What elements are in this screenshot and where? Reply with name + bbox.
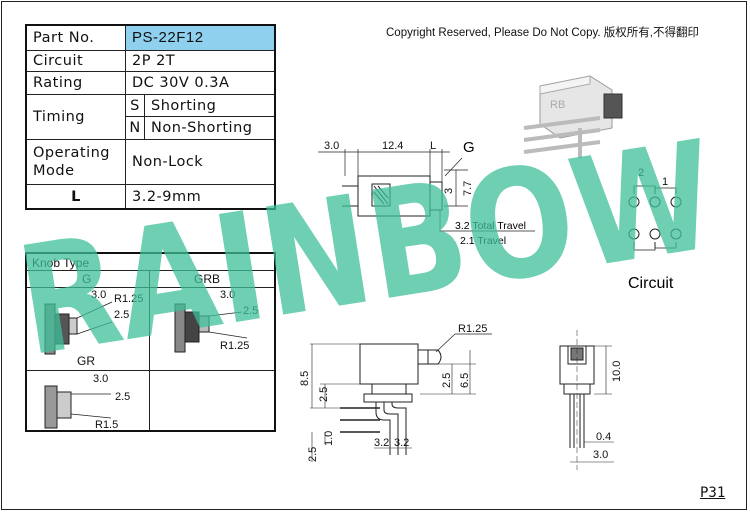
knob-drawings: 3.0 R1.25 2.5 3.0 2.5 R1.25 3.0 2.5 R1.5 [44, 289, 258, 430]
side-dim-8: 3.2 [394, 437, 409, 449]
knob-g-dim2: R1.25 [114, 293, 143, 305]
page-number: P31 [700, 485, 726, 501]
operating-mode-value: Non-Lock [125, 138, 276, 186]
end-dim-2: 0.4 [596, 431, 611, 443]
knob-gr-drawing: 3.0 2.5 R1.5 [44, 373, 130, 430]
side-dim-4: 6.5 [459, 373, 471, 388]
side-dim-r: R1.25 [458, 323, 487, 335]
knob-g-drawing: 3.0 R1.25 2.5 [44, 289, 143, 355]
top-view-drawing: 3.0 12.4 L G 3 7.7 3.2 Total Travel 2.1 … [318, 139, 535, 247]
knob-gr-dim3: R1.5 [95, 419, 118, 430]
circuit-pin2: 2 [638, 167, 644, 179]
top-g-label: G [463, 139, 475, 156]
side-dim-3: 2.5 [441, 373, 453, 388]
operating-mode-label: Operating Mode [25, 138, 126, 186]
spec-table: Part No. PS-22F12 Circuit 2P 2T Rating D… [25, 24, 276, 210]
knob-divider-low [27, 370, 274, 371]
circuit-pin1: 1 [662, 176, 668, 188]
knob-grb-drawing: 3.0 2.5 R1.25 [174, 289, 258, 353]
side-dim-5: 1.0 [323, 431, 335, 446]
product-logo: RB [550, 99, 565, 111]
knob-divider-mid [149, 270, 150, 430]
part-no-label: Part No. [25, 24, 126, 51]
knob-divider-sub [27, 287, 274, 288]
knob-grb-dim3: R1.25 [220, 340, 249, 352]
knob-gr-dim2: 2.5 [115, 391, 130, 403]
l-value: 3.2-9mm [125, 184, 276, 210]
end-dim-3: 3.0 [593, 449, 608, 461]
knob-gr-name: GR [77, 354, 95, 368]
circuit-diagram: 2 1 Circuit [628, 167, 682, 292]
side-dim-1: 8.5 [299, 371, 311, 386]
knob-g-name: G [82, 272, 92, 286]
knob-grb-dim2: 2.5 [243, 305, 258, 317]
knob-g-dim1: 3.0 [91, 289, 106, 301]
top-dim-4: 3 [443, 188, 455, 194]
travel-total: 3.2 Total Travel [455, 220, 526, 232]
l-label: L [25, 184, 126, 210]
side-dim-6: 2.5 [307, 447, 319, 462]
top-dim-1: 3.0 [324, 140, 339, 152]
knob-type-box: Knob Type G GRB GR 3.0 R1.25 2.5 3.0 2.5… [25, 252, 276, 432]
circuit-label: Circuit [628, 275, 674, 292]
rating-value: DC 30V 0.3A [125, 70, 276, 96]
top-dim-5: 7.7 [462, 181, 474, 196]
product-image: RB [523, 75, 623, 158]
part-no-value: PS-22F12 [125, 24, 276, 51]
copyright-notice: Copyright Reserved, Please Do Not Copy. … [386, 27, 699, 39]
end-dim-1: 10.0 [611, 361, 623, 382]
travel: 2.1 Travel [460, 235, 506, 247]
side-view-drawing: R1.25 8.5 2.5 2.5 6.5 1.0 2.5 3.2 3.2 [299, 323, 492, 462]
knob-grb-dim1: 3.0 [220, 289, 235, 301]
knob-g-dim3: 2.5 [114, 309, 129, 321]
knob-grb-name: GRB [194, 272, 221, 286]
side-dim-2: 2.5 [318, 387, 330, 402]
timing-n-value: Non-Shorting [144, 116, 276, 140]
knob-gr-dim1: 3.0 [93, 373, 108, 385]
side-dim-7: 3.2 [374, 437, 389, 449]
knob-type-title: Knob Type [32, 256, 90, 270]
end-view-drawing: 10.0 0.4 3.0 [559, 330, 623, 470]
knob-divider-top [27, 270, 274, 271]
top-dim-2: 12.4 [382, 140, 403, 152]
timing-label: Timing [25, 94, 126, 140]
top-dim-3: L [430, 140, 436, 152]
rating-label: Rating [25, 70, 126, 96]
